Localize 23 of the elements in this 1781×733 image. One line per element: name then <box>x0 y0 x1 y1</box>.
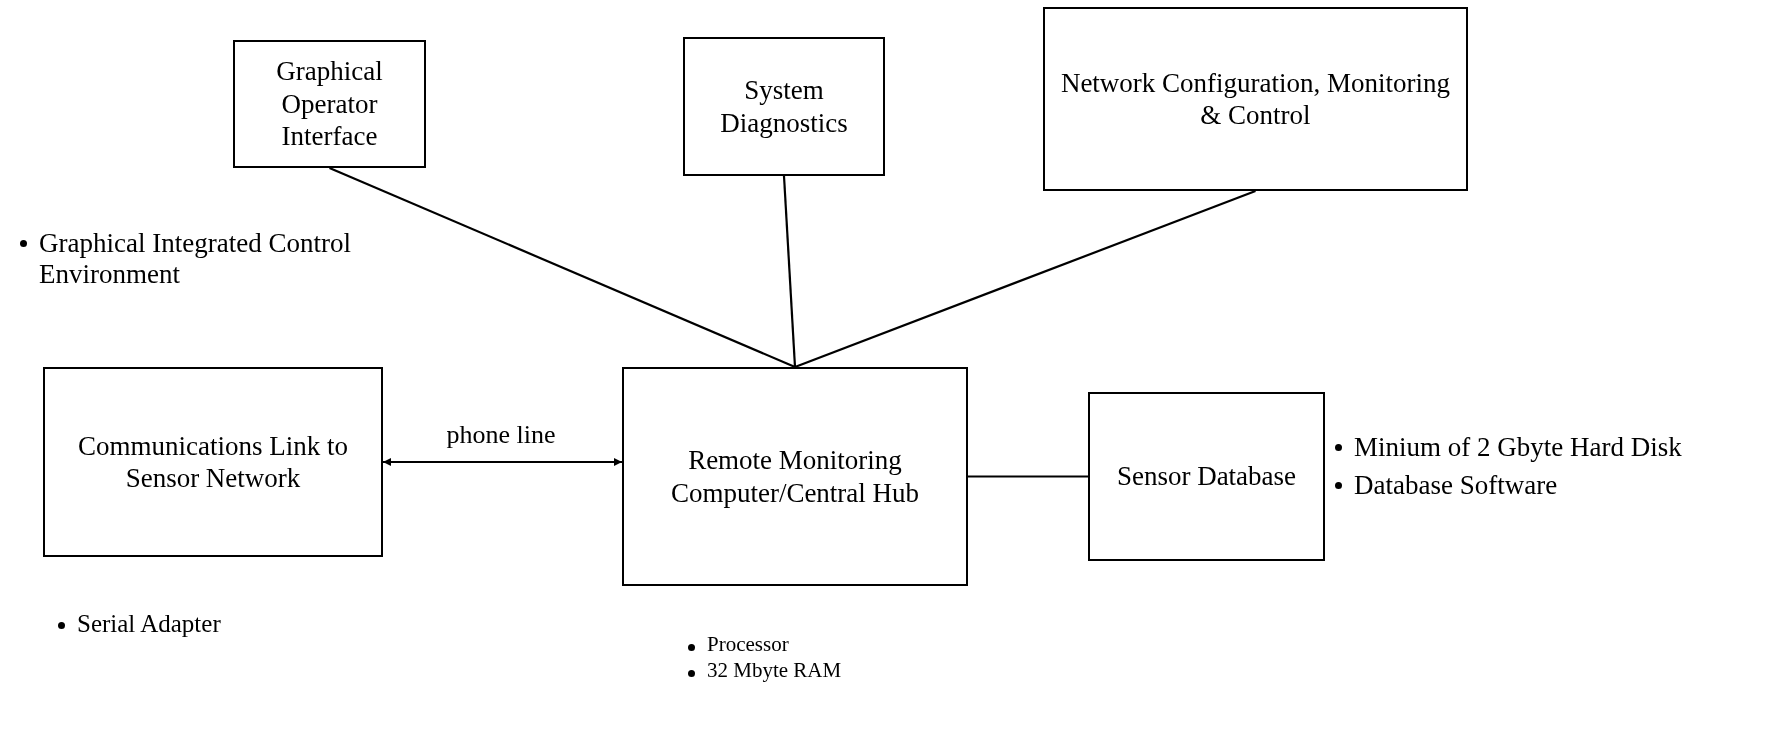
bullet-text: 32 Mbyte RAM <box>707 658 842 683</box>
bullet-text: Graphical Integrated Control Environment <box>39 228 352 291</box>
connector-line <box>968 475 1088 478</box>
process-box <box>43 367 383 557</box>
process-box <box>683 37 885 176</box>
box-text: Sensor Database <box>1116 460 1297 493</box>
box-text: System Diagnostics <box>719 74 849 139</box>
box-text: Network Configuration, Monitoring & Control <box>1059 66 1452 132</box>
process-box <box>1088 392 1325 561</box>
box-text: Remote Monitoring Computer/Central Hub <box>669 444 921 509</box>
connector-line <box>782 175 797 368</box>
box-text: Graphical Operator Interface <box>275 55 384 153</box>
bullet-text: Processor <box>707 632 789 657</box>
process-box <box>1043 7 1468 191</box>
process-box <box>622 367 968 586</box>
connector-line <box>794 189 1256 369</box>
connector-line <box>329 167 796 368</box>
bullet-text: Serial Adapter <box>77 610 221 639</box>
process-box <box>233 40 426 168</box>
box-text: Communications Link to Sensor Network <box>77 429 349 495</box>
arrow <box>383 458 622 466</box>
bullet-text: Minium of 2 Gbyte Hard Disk <box>1354 432 1682 464</box>
bullet-text: Database Software <box>1354 470 1558 502</box>
